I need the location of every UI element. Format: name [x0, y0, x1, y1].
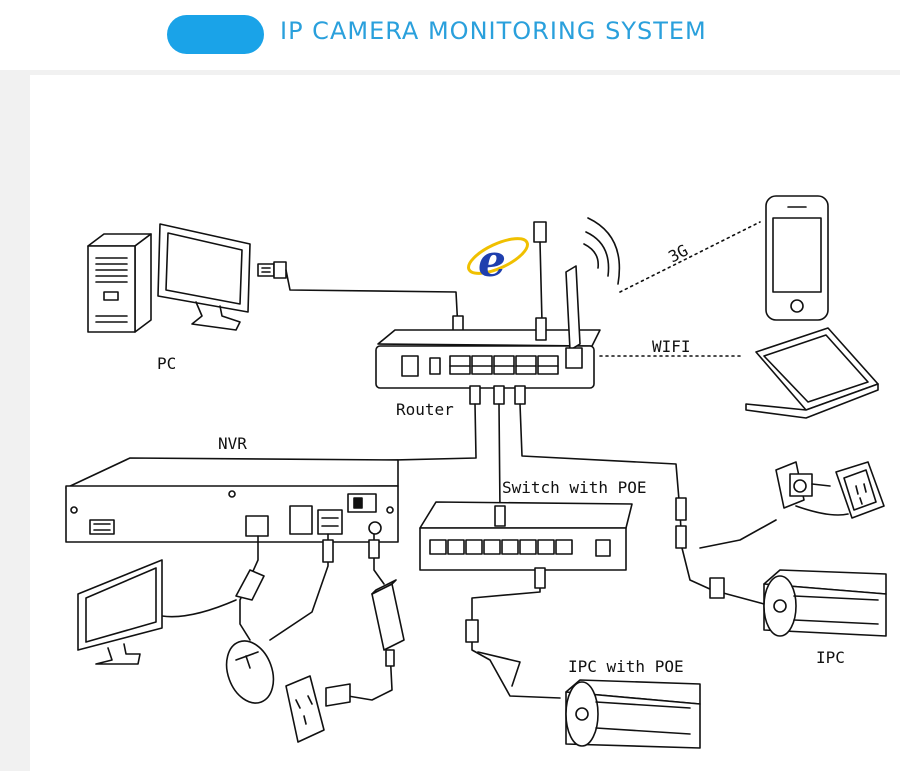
header-bar: IP CAMERA MONITORING SYSTEM	[0, 0, 900, 70]
internet-explorer-icon: e	[467, 236, 529, 287]
mouse-cable	[269, 533, 329, 641]
pc-monitor-icon	[157, 223, 251, 331]
ipc-power-adapter-icon	[775, 461, 849, 516]
pc-label: PC	[157, 354, 176, 373]
ipc-poe-camera-icon	[565, 679, 701, 749]
pc-router-cable	[285, 269, 459, 331]
ipc-wall-outlet-icon	[835, 461, 885, 519]
laptop-icon	[745, 327, 879, 419]
pc-tower-icon	[87, 233, 152, 333]
diagram-panel	[30, 75, 900, 771]
poe-switch-icon	[419, 501, 633, 571]
page-title: IP CAMERA MONITORING SYSTEM	[280, 17, 707, 45]
switch-label: Switch with POE	[502, 478, 647, 497]
nvr-label: NVR	[218, 434, 247, 453]
mouse-icon	[225, 640, 275, 704]
wifi-signal-icon	[583, 217, 621, 285]
wall-outlet-icon	[285, 675, 351, 743]
pc-rj45-plug-icon	[257, 261, 287, 279]
nvr-icon	[65, 457, 399, 543]
smartphone-icon	[765, 195, 829, 321]
ipc-label: IPC	[816, 648, 845, 667]
monitor-cable	[161, 599, 237, 618]
ie-letter: e	[478, 236, 506, 287]
nvr-vga-cable	[239, 535, 259, 641]
power-adapter-icon	[347, 579, 405, 701]
header-pill-decoration	[167, 15, 264, 54]
router-label: Router	[396, 400, 454, 419]
wifi-label: WIFI	[652, 337, 691, 356]
switch-uplink-plug	[494, 505, 506, 527]
ipc-camera-icon	[763, 569, 887, 637]
switch-ipc-cable	[471, 569, 561, 699]
internet-cable	[533, 221, 547, 341]
nvr-monitor-icon	[77, 559, 163, 665]
3g-link	[619, 221, 761, 293]
ipc-poe-label: IPC with POE	[568, 657, 684, 676]
ipc-power-cable	[699, 519, 777, 549]
3g-label: 3G	[665, 241, 691, 267]
